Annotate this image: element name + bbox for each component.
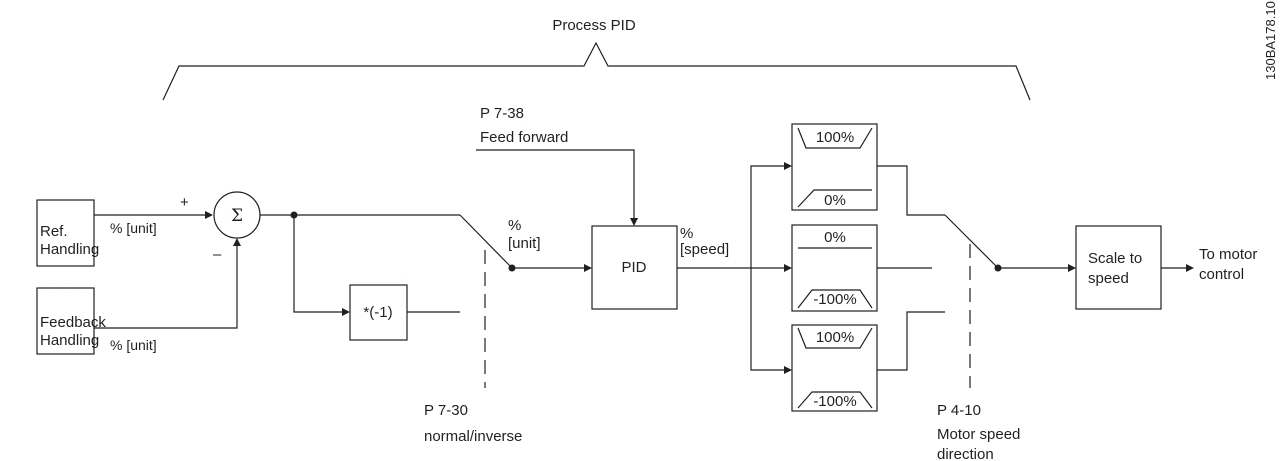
scale-to-speed-block xyxy=(1075,225,1162,310)
ref-handling-block xyxy=(36,199,95,267)
motor-direction-switch xyxy=(944,214,999,269)
switch-unit-label-1: % xyxy=(508,217,521,234)
pid-label: PID xyxy=(621,259,646,276)
sigma-symbol: Σ xyxy=(231,206,243,226)
invert-block xyxy=(349,284,408,341)
limiter-2-top: 0% xyxy=(824,229,846,246)
scale-label-2: speed xyxy=(1088,270,1129,287)
feed-forward-param-2: Feed forward xyxy=(480,129,568,146)
diagram-title: Process PID xyxy=(552,17,636,34)
document-id: 130BA178.10 xyxy=(1263,1,1278,80)
scale-label-1: Scale to xyxy=(1088,250,1142,267)
limiter-1-top: 100% xyxy=(816,129,854,146)
normal-inverse-param-1: P 7-30 xyxy=(424,402,468,419)
invert-label: *(-1) xyxy=(363,304,392,321)
limiter-1-bottom: 0% xyxy=(824,192,846,209)
plus-sign: + xyxy=(180,194,189,211)
pid-out-label-2: [speed] xyxy=(680,241,729,258)
feedback-handling-block xyxy=(36,287,95,355)
limiter-3-top: 100% xyxy=(816,329,854,346)
motor-direction-param-2: Motor speed xyxy=(937,426,1020,443)
normal-inverse-switch xyxy=(459,214,513,269)
output-label-2: control xyxy=(1199,266,1244,283)
limiter-2-bottom: -100% xyxy=(813,291,856,308)
process-pid-brace xyxy=(162,41,1031,101)
pid-block xyxy=(591,225,678,310)
ref-handling-label-2: Handling xyxy=(40,241,99,258)
normal-inverse-param-2: normal/inverse xyxy=(424,428,522,445)
feedback-handling-label-2: Handling xyxy=(40,332,99,349)
ref-handling-label-1: Ref. xyxy=(40,223,68,240)
motor-direction-param-1: P 4-10 xyxy=(937,402,981,419)
ref-unit-label: % [unit] xyxy=(110,220,157,236)
minus-sign: – xyxy=(213,246,222,263)
motor-direction-param-3: direction xyxy=(937,446,994,461)
limiter-100-0 xyxy=(791,123,878,211)
feedback-handling-label-1: Feedback xyxy=(40,314,106,331)
output-label-1: To motor xyxy=(1199,246,1257,263)
pid-out-label-1: % xyxy=(680,225,693,242)
switch-unit-label-2: [unit] xyxy=(508,235,541,252)
feedback-unit-label: % [unit] xyxy=(110,337,157,353)
limiter-3-bottom: -100% xyxy=(813,393,856,410)
feed-forward-param-1: P 7-38 xyxy=(480,105,524,122)
